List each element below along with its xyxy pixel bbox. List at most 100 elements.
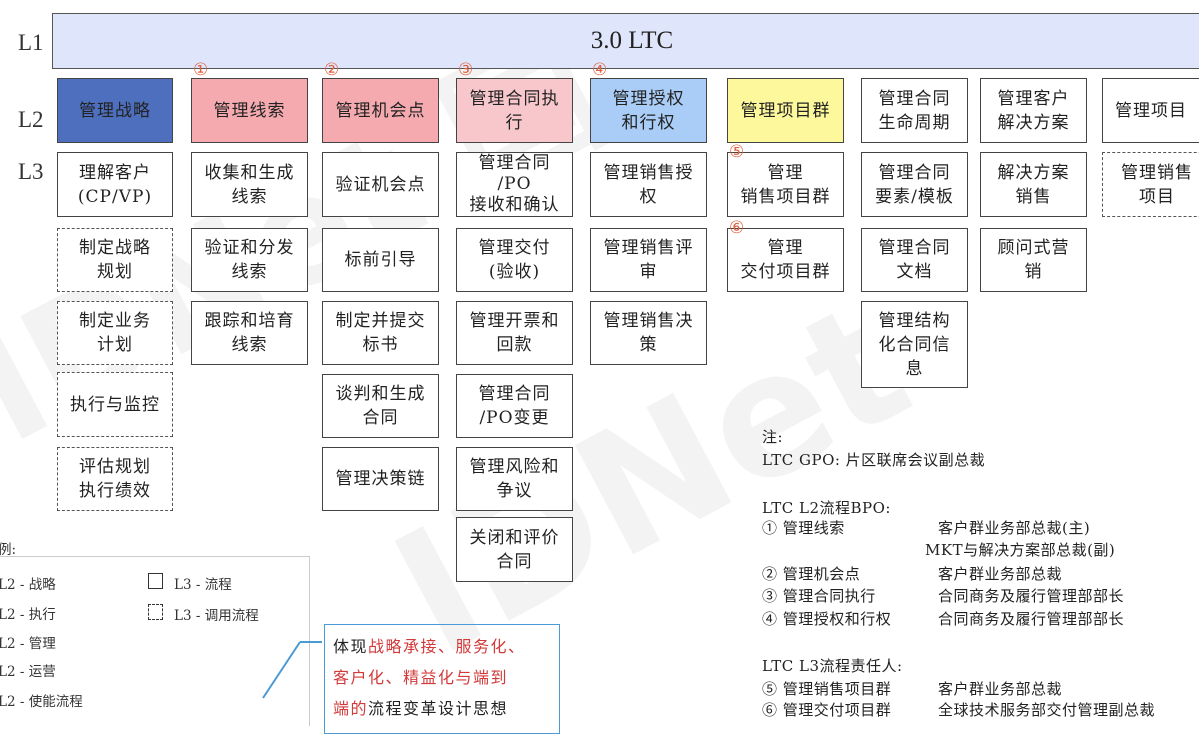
notes-l3-name: ⑥ 管理交付项目群	[762, 701, 892, 719]
l3-label: 管理销售决 策	[603, 311, 694, 355]
l3-label: 管理销售 项目	[1121, 162, 1193, 207]
notes-l3-owner: 客户群业务部总裁	[938, 680, 1063, 698]
l3-strategy-plan[interactable]: 制定战略 规划	[57, 228, 173, 292]
l3-business-plan[interactable]: 制定业务 计划	[57, 301, 173, 365]
l3-label: 管理合同 /PO变更	[478, 384, 551, 428]
l3-contract-change[interactable]: 管理合同 /PO变更	[456, 374, 573, 438]
notes-title: 注:	[762, 428, 784, 446]
l3-label: 理解客户 (CP/VP)	[77, 162, 153, 207]
highlight-red-text: 端的	[333, 699, 369, 718]
l3-label: 管理合同 文档	[878, 238, 951, 282]
l3-label: 管理决策链	[335, 469, 426, 489]
l3-collect-lead[interactable]: 收集和生成 线索	[191, 152, 308, 217]
legend-row-management: L2 - 管理	[0, 636, 56, 652]
l2-manage-contract-lifecycle[interactable]: 管理合同 生命周期	[861, 78, 968, 143]
highlight-text: 流程变革设计思想	[368, 699, 509, 718]
l3-decision-chain[interactable]: 管理决策链	[322, 447, 439, 511]
l3-submit-bid[interactable]: 制定并提交 标书	[322, 301, 439, 365]
l3-evaluate-performance[interactable]: 评估规划 执行绩效	[57, 447, 173, 511]
circle-number-6: ⑥	[729, 218, 745, 238]
legend-row-operation: L2 - 运营	[0, 664, 56, 680]
l2-label: 管理合同执 行	[469, 88, 560, 133]
l3-label: 制定战略 规划	[79, 238, 151, 282]
l2-label: 管理战略	[79, 100, 151, 121]
l3-label: 收集和生成 线索	[204, 162, 295, 207]
legend-row-execution: L2 - 执行	[0, 607, 56, 623]
notes-bpo-name: ④ 管理授权和行权	[762, 610, 892, 628]
l2-manage-lead[interactable]: 管理线索	[191, 78, 308, 143]
l3-label: 验证机会点	[335, 174, 426, 195]
notes-bpo-name: ③ 管理合同执行	[762, 587, 876, 605]
l3-risk-dispute[interactable]: 管理风险和 争议	[456, 447, 573, 511]
l2-manage-opportunity[interactable]: 管理机会点	[322, 78, 439, 143]
l3-label: 顾问式营 销	[997, 238, 1070, 282]
l3-label: 管理结构 化合同信 息	[878, 310, 951, 379]
l3-label: 关闭和评价 合同	[469, 527, 560, 572]
highlight-text: 体现	[333, 637, 369, 656]
l3-delivery-project-group[interactable]: 管理 交付项目群	[727, 228, 844, 292]
l2-manage-customer-solution[interactable]: 管理客户 解决方案	[980, 78, 1087, 143]
notes-bpo-name: ② 管理机会点	[762, 565, 861, 583]
highlight-box: 体现战略承接、服务化、 客户化、精益化与端到 端的流程变革设计思想	[324, 624, 560, 734]
l3-consultative-marketing[interactable]: 顾问式营 销	[980, 228, 1087, 292]
notes-bpo-owner: 客户群业务部总裁(主)	[938, 519, 1091, 537]
l3-negotiate-contract[interactable]: 谈判和生成 合同	[322, 374, 439, 438]
level-label-l3: L3	[18, 159, 44, 184]
l3-sales-project[interactable]: 管理销售 项目	[1102, 152, 1199, 217]
circle-number-5: ⑤	[729, 142, 745, 162]
notes-bpo-title: LTC L2流程BPO:	[762, 499, 891, 517]
level-label-l2: L2	[18, 107, 44, 132]
l3-label: 管理 交付项目群	[740, 238, 831, 282]
l2-label: 管理线索	[213, 100, 286, 121]
notes-l3-title: LTC L3流程责任人:	[762, 657, 903, 675]
l3-label: 制定并提交 标书	[335, 311, 426, 355]
legend-row-strategy: L2 - 战略	[0, 577, 56, 593]
l2-manage-authority[interactable]: 管理授权 和行权	[590, 78, 707, 143]
notes-bpo-owner: MKT与解决方案部总裁(副)	[925, 541, 1116, 559]
l3-label: 管理风险和 争议	[469, 457, 560, 501]
l3-track-lead[interactable]: 跟踪和培育 线索	[191, 301, 308, 365]
l3-structured-contract-info[interactable]: 管理结构 化合同信 息	[861, 301, 968, 388]
l2-manage-project[interactable]: 管理项目	[1102, 78, 1199, 143]
l3-contract-po-receive[interactable]: 管理合同 /PO 接收和确认	[456, 152, 573, 217]
l3-label: 执行与监控	[70, 394, 160, 415]
notes-bpo-owner: 合同商务及履行管理部部长	[938, 587, 1125, 605]
l3-sales-project-group[interactable]: 管理 销售项目群	[727, 152, 844, 217]
circle-number-1: ①	[193, 60, 209, 80]
notes-bpo-name: ① 管理线索	[762, 519, 845, 537]
l3-verify-opportunity[interactable]: 验证机会点	[322, 152, 439, 217]
l2-manage-contract-execution[interactable]: 管理合同执 行	[456, 78, 573, 143]
l3-sales-authorization[interactable]: 管理销售授 权	[590, 152, 707, 217]
l2-label: 管理机会点	[335, 100, 426, 121]
l3-label: 制定业务 计划	[79, 311, 151, 355]
l3-contract-template[interactable]: 管理合同 要素/模板	[861, 152, 968, 217]
l2-manage-project-group[interactable]: 管理项目群	[727, 78, 844, 143]
l2-label: 管理项目群	[740, 100, 831, 121]
l2-manage-strategy[interactable]: 管理战略	[57, 78, 173, 143]
l3-manage-delivery[interactable]: 管理交付 (验收)	[456, 228, 573, 292]
l3-sales-review[interactable]: 管理销售评 审	[590, 228, 707, 292]
notes-l3-name: ⑤ 管理销售项目群	[762, 680, 892, 698]
l3-understand-customer[interactable]: 理解客户 (CP/VP)	[57, 152, 173, 217]
legend-frame-top	[0, 556, 310, 557]
l3-solution-sales[interactable]: 解决方案 销售	[980, 152, 1087, 217]
circle-number-2: ②	[324, 60, 340, 80]
l3-label: 标前引导	[344, 250, 417, 270]
notes-bpo-owner: 合同商务及履行管理部部长	[938, 610, 1125, 628]
l3-invoice-payment[interactable]: 管理开票和 回款	[456, 301, 573, 365]
l3-contract-document[interactable]: 管理合同 文档	[861, 228, 968, 292]
l3-pre-bid[interactable]: 标前引导	[322, 228, 439, 292]
highlight-red-text: 客户化、精益化与端到	[333, 668, 509, 687]
notes-l3-owner: 全球技术服务部交付管理副总裁	[938, 701, 1156, 719]
l3-verify-lead[interactable]: 验证和分发 线索	[191, 228, 308, 292]
l3-label: 管理销售授 权	[603, 162, 694, 207]
l3-close-contract[interactable]: 关闭和评价 合同	[456, 517, 573, 582]
l2-label: 管理客户 解决方案	[997, 88, 1070, 133]
l3-label: 评估规划 执行绩效	[79, 457, 151, 501]
l3-label: 解决方案 销售	[997, 162, 1070, 207]
l3-execute-monitor[interactable]: 执行与监控	[57, 372, 173, 437]
l3-label: 管理合同 /PO 接收和确认	[469, 153, 560, 215]
l3-label: 管理交付 (验收)	[478, 238, 551, 282]
level-label-l1: L1	[18, 30, 44, 55]
l3-sales-decision[interactable]: 管理销售决 策	[590, 301, 707, 365]
